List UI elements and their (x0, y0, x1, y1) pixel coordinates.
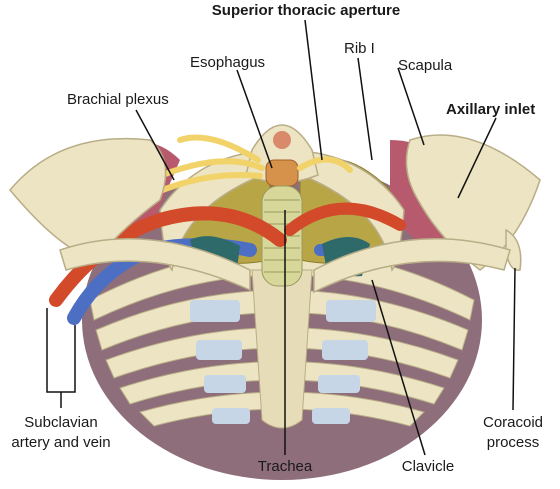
costal-cartilage (196, 340, 242, 360)
label-subclavian-line2: artery and vein (11, 434, 111, 451)
label-scapula: Scapula (398, 57, 453, 74)
costal-cartilage (326, 300, 376, 322)
costal-cartilage (312, 408, 350, 424)
spinal-cord (273, 131, 291, 149)
sternum (251, 269, 313, 429)
leader-axillary-inlet (457, 117, 497, 199)
right-clavicle-shape (313, 238, 511, 294)
right-subclavian-artery-shape (284, 202, 406, 236)
label-axillary-inlet: Axillary inlet (446, 101, 536, 118)
leader-coracoid (512, 267, 516, 411)
leader-clavicle (371, 279, 426, 456)
label-subclavian-line1: Subclavian (24, 414, 98, 431)
left-clavicle-shape (59, 238, 251, 292)
subclavian-artery-shape (49, 206, 287, 307)
leader-brachial-plexus (135, 109, 175, 181)
label-rib-i: Rib I (344, 40, 375, 57)
leader-rib-i (357, 57, 373, 161)
label-trachea: Trachea (257, 458, 313, 475)
label-coracoid-line2: process (486, 434, 540, 451)
costal-cartilage (322, 340, 368, 360)
leader-scapula (397, 67, 425, 146)
leader-esophagus (236, 69, 273, 169)
label-coracoid-line1: Coracoid (482, 414, 544, 431)
costal-cartilage (190, 300, 240, 322)
leader-superior-aperture (304, 19, 323, 161)
leader-lines (46, 19, 516, 456)
label-clavicle: Clavicle (401, 458, 455, 475)
label-brachial-plexus: Brachial plexus (67, 91, 169, 108)
costal-cartilage (204, 375, 246, 393)
costal-cartilage (318, 375, 360, 393)
costal-cartilage (212, 408, 250, 424)
label-superior-thoracic-aperture: Superior thoracic aperture (211, 2, 401, 19)
label-esophagus: Esophagus (190, 54, 266, 71)
